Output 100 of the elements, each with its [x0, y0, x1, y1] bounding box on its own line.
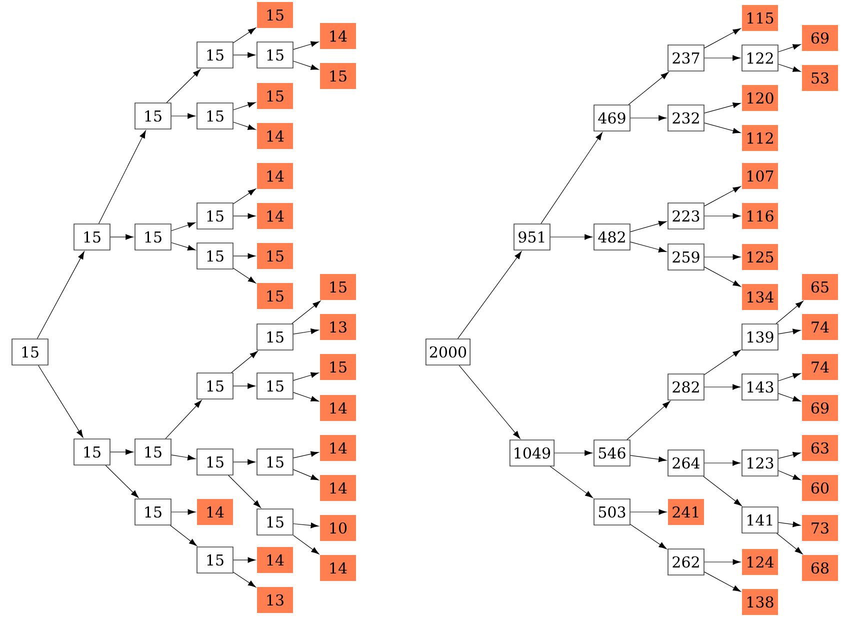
arrow [778, 328, 801, 334]
arrow [171, 222, 196, 232]
arrow [704, 213, 741, 219]
arrow [630, 455, 667, 462]
arrow [293, 469, 319, 480]
value-box: 15 [134, 438, 172, 466]
arrow [110, 449, 134, 455]
leaf-box: 13 [257, 587, 293, 613]
value-box: 123 [742, 450, 778, 476]
arrow [630, 509, 667, 515]
arrow [165, 400, 202, 439]
arrow [704, 460, 741, 466]
value-box: 2000 [426, 338, 470, 366]
leaf-box: 138 [742, 589, 778, 615]
leaf-box: 74 [802, 314, 838, 340]
arrow [540, 132, 603, 224]
value-box: 262 [668, 548, 704, 576]
arrow [171, 113, 196, 119]
arrow [630, 242, 667, 252]
leaf-box: 116 [742, 203, 778, 229]
value-box: 282 [668, 374, 704, 400]
arrow [778, 470, 801, 480]
leaf-box: 15 [257, 2, 293, 28]
value-box: 15 [134, 224, 172, 250]
value-box: 143 [742, 374, 778, 400]
arrow [704, 559, 741, 565]
leaf-box: 53 [802, 65, 838, 91]
value-box: 15 [12, 338, 48, 366]
arrow [704, 266, 741, 287]
arrow [704, 350, 741, 375]
arrow [704, 186, 741, 206]
leaf-box: 69 [802, 25, 838, 51]
leaf-box: 10 [320, 515, 356, 541]
arrow [98, 130, 146, 224]
arrow [233, 383, 256, 389]
arrow [170, 525, 197, 546]
leaf-box: 15 [320, 274, 356, 300]
value-box: 469 [594, 104, 630, 132]
value-box: 232 [668, 104, 704, 132]
arrow [778, 452, 801, 459]
arrow [626, 401, 670, 440]
arrow [778, 373, 801, 382]
arrow [171, 454, 196, 460]
arrow [233, 102, 256, 110]
value-box: 15 [196, 546, 234, 574]
leaf-box: 14 [320, 435, 356, 461]
leaf-box: 115 [742, 5, 778, 31]
value-box: 15 [196, 372, 234, 400]
leaf-box: 65 [802, 274, 838, 300]
leaf-box: 15 [320, 63, 356, 89]
leaf-box: 14 [320, 23, 356, 49]
value-box: 503 [594, 498, 630, 526]
arrow [171, 242, 196, 250]
arrow [704, 55, 741, 61]
leaf-box: 125 [742, 244, 778, 270]
arrow [171, 509, 196, 515]
leaf-box: 15 [257, 283, 293, 309]
value-box: 15 [196, 102, 234, 130]
arrow [776, 533, 803, 554]
arrow [292, 300, 321, 324]
arrow [458, 365, 520, 439]
value-box: 15 [74, 438, 110, 466]
arrow [630, 115, 667, 121]
value-box: 546 [594, 440, 630, 466]
leaf-box: 241 [668, 499, 704, 525]
arrow [554, 450, 593, 456]
arrow [38, 365, 84, 438]
leaf-box: 14 [320, 395, 356, 421]
arrow [778, 44, 801, 52]
value-box: 15 [196, 242, 234, 270]
arrow [293, 372, 319, 381]
arrow [778, 64, 801, 72]
value-box: 15 [196, 202, 234, 230]
arrow [704, 28, 741, 48]
leaf-box: 68 [802, 555, 838, 581]
value-box: 15 [256, 508, 294, 536]
arrow [105, 465, 139, 498]
arrow [231, 350, 258, 373]
leaf-box: 14 [197, 499, 233, 525]
leaf-box: 13 [320, 314, 356, 340]
value-box: 139 [742, 324, 778, 350]
value-box: 1049 [510, 440, 554, 466]
arrow [704, 572, 741, 592]
value-box: 264 [668, 450, 704, 476]
arrow [550, 234, 593, 240]
arrow [293, 451, 319, 458]
leaf-box: 74 [802, 354, 838, 380]
leaf-box: 14 [320, 555, 356, 581]
arrow [293, 328, 319, 334]
arrow [630, 220, 667, 232]
leaf-box: 60 [802, 475, 838, 501]
arrow [293, 392, 319, 402]
leaf-box: 63 [802, 435, 838, 461]
leaf-box: 15 [257, 243, 293, 269]
value-box: 237 [668, 44, 704, 72]
leaf-box: 15 [257, 83, 293, 109]
leaf-box: 14 [257, 163, 293, 189]
value-box: 122 [742, 44, 778, 72]
value-box: 223 [668, 202, 704, 230]
value-box: 15 [196, 448, 234, 476]
